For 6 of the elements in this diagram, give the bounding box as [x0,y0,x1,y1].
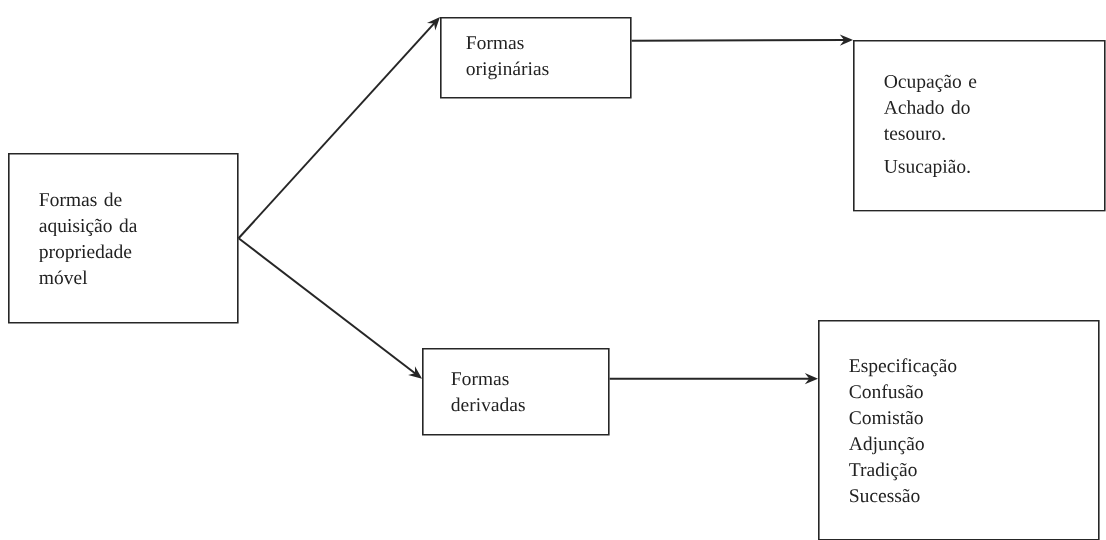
text-box: Especificação Confusão Comistão Adjunção Tradição Sucessão [818,320,1100,540]
text-box: Formas de aquisição da propriedade móvel [8,153,239,324]
text-box: Formas derivadas [422,348,610,436]
text-box: Formas originárias [440,17,632,99]
arrow [237,17,440,240]
text-box: Ocupação e Achado do tesouro. Usucapião. [853,40,1106,212]
